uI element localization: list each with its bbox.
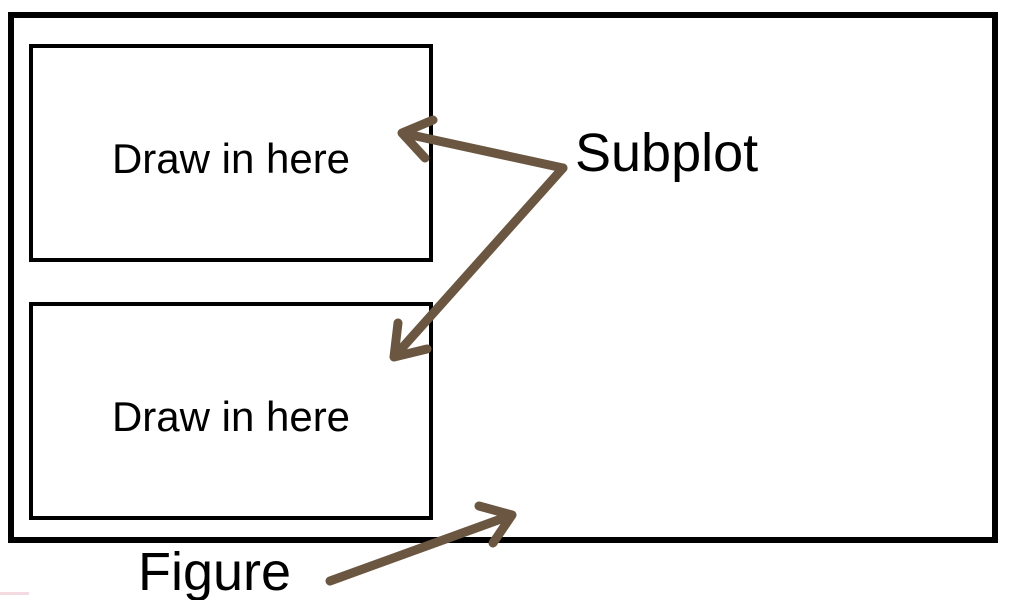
subplot-box-top: Draw in here bbox=[29, 44, 433, 262]
bottom-left-pink-artifact bbox=[0, 592, 29, 595]
figure-annotation-label: Figure bbox=[138, 542, 292, 600]
subplot-top-label: Draw in here bbox=[111, 135, 351, 182]
subplot-annotation-label: Subplot bbox=[575, 123, 759, 183]
subplot-bottom-label: Draw in here bbox=[111, 393, 351, 440]
subplot-box-bottom: Draw in here bbox=[29, 302, 433, 520]
